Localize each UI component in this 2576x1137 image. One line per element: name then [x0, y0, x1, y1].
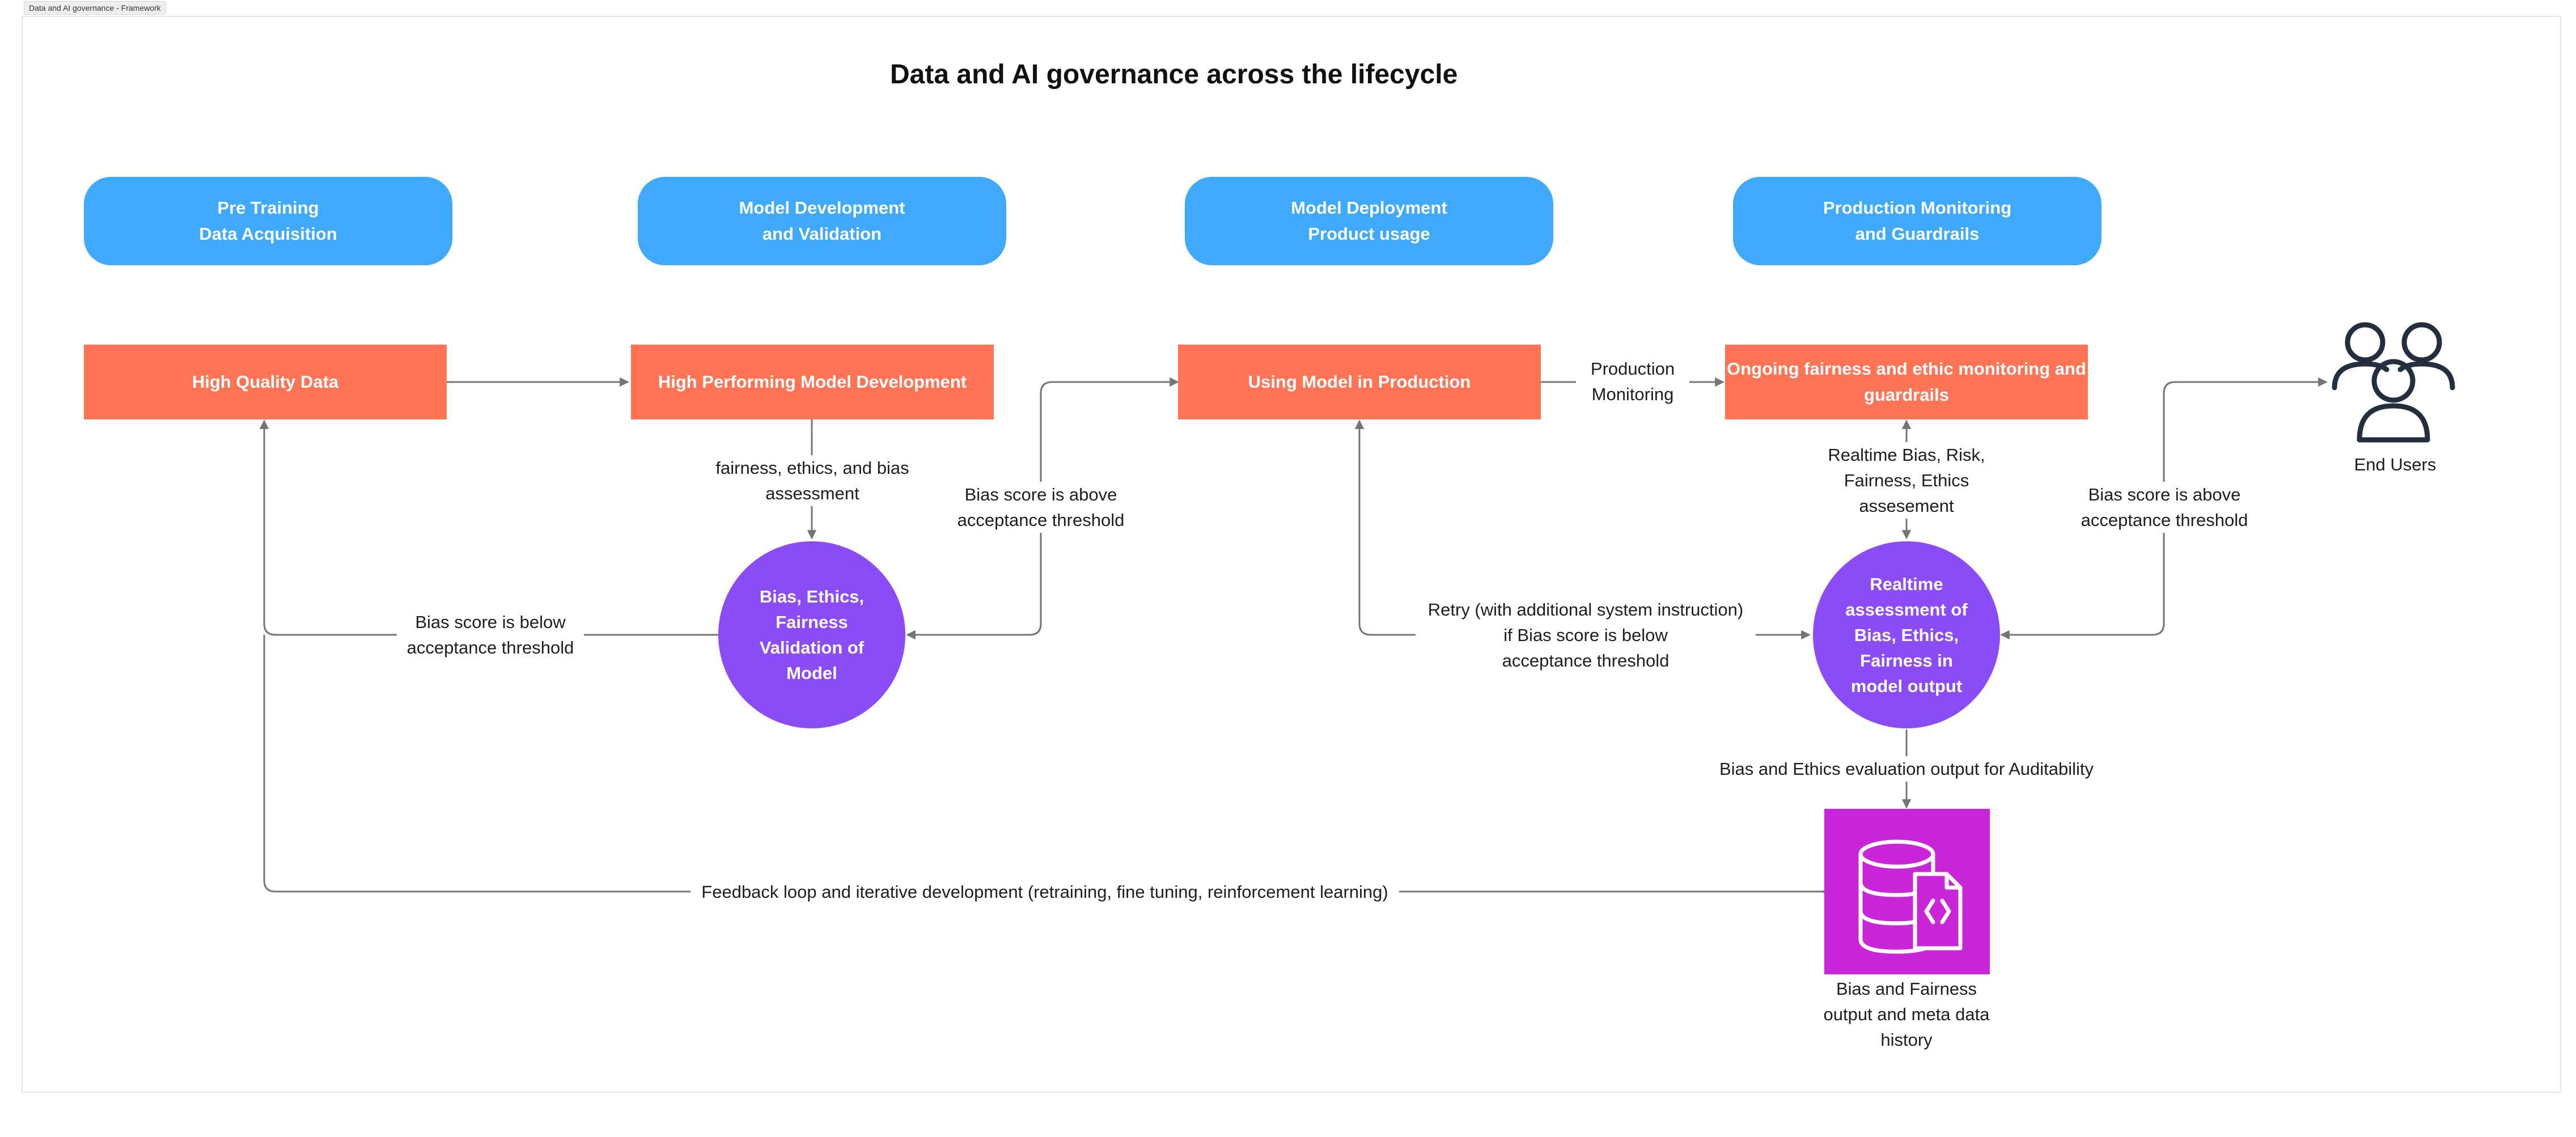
phase-line: Pre Training [217, 198, 319, 218]
database-code-icon [1858, 839, 1963, 954]
circle-line: model output [1850, 676, 1963, 696]
phase-line: Production Monitoring [1823, 198, 2012, 218]
label-fairness-assessment: fairness, ethics, and bias assessment [709, 455, 916, 506]
label-line: Bias and Fairness [1836, 979, 1977, 999]
step-label-line: guardrails [1864, 385, 1949, 405]
diagram-title: Data and AI governance across the lifecy… [890, 60, 1458, 90]
users-group-icon [2332, 322, 2455, 443]
arrow-feedback-loop [263, 635, 1822, 893]
circle-line: Realtime [1870, 574, 1943, 594]
label-line: Bias score is above [2088, 485, 2241, 504]
label-line: Monitoring [1591, 384, 1674, 404]
circle-line: Fairness in [1860, 650, 1953, 671]
label-line: Bias score is below [415, 612, 566, 632]
phase-line: Data Acquisition [199, 224, 337, 244]
label-feedback-loop: Feedback loop and iterative development … [690, 879, 1399, 905]
arrow-retry-to-production [1354, 419, 1811, 640]
phase-line: Model Deployment [1291, 198, 1447, 218]
label-bias-below-left: Bias score is below acceptance threshold [397, 609, 584, 660]
label-line: if Bias score is below [1503, 625, 1668, 645]
label-bias-above-right: Bias score is above acceptance threshold [2071, 482, 2258, 533]
circle-line: Fairness [776, 612, 848, 632]
label-realtime-assessment: Realtime Bias, Risk, Fairness, Ethics as… [1816, 442, 1997, 519]
history-store [1824, 809, 1990, 974]
step-model-production: Using Model in Production [1178, 345, 1541, 419]
circle-line: Bias, Ethics, [759, 587, 865, 606]
label-line: fairness, ethics, and bias [715, 458, 909, 478]
label-bias-above-left: Bias score is above acceptance threshold [950, 482, 1132, 533]
circle-line: Model [786, 663, 837, 683]
label-end-users: End Users [2333, 452, 2458, 477]
frame-tab[interactable]: Data and AI governance - Framework [24, 1, 166, 15]
label-line: history [1880, 1030, 1933, 1050]
label-line: acceptance threshold [406, 638, 574, 657]
label-auditability: Bias and Ethics evaluation output for Au… [1705, 756, 2108, 782]
label-line: acceptance threshold [2081, 510, 2248, 530]
step-label-line: Ongoing fairness and ethic monitoring an… [1727, 359, 2086, 379]
circle-line: assessment of [1845, 599, 1968, 620]
label-line: Fairness, Ethics [1844, 470, 1969, 490]
label-line: Feedback loop and iterative development … [701, 882, 1388, 902]
label-line: assesement [1859, 496, 1954, 516]
label-line: acceptance threshold [1502, 651, 1670, 671]
label-line: Retry (with additional system instructio… [1427, 600, 1744, 620]
label-line: output and meta data [1823, 1004, 1990, 1024]
label-history: Bias and Fairness output and meta data h… [1807, 976, 2006, 1053]
circle-line: Validation of [759, 638, 865, 657]
step-label: High Performing Model Development [658, 372, 967, 392]
step-high-quality-data: High Quality Data [84, 345, 447, 419]
phase-line: Model Development [739, 198, 905, 218]
arrow-validation-to-data [259, 419, 718, 636]
step-label: Using Model in Production [1248, 372, 1471, 392]
label-production-monitoring: Production Monitoring [1576, 356, 1689, 407]
label-line: End Users [2354, 455, 2437, 474]
step-model-development: High Performing Model Development [631, 345, 994, 419]
phase-line: and Validation [762, 224, 882, 244]
validation-circle: Bias, Ethics, Fairness Validation of Mod… [718, 541, 905, 728]
phase-model-development: Model Development and Validation [638, 177, 1006, 265]
step-label: High Quality Data [192, 372, 339, 392]
label-retry: Retry (with additional system instructio… [1416, 597, 1756, 673]
circle-line: Bias, Ethics, [1854, 625, 1959, 645]
phase-line: and Guardrails [1855, 224, 1980, 244]
label-line: assessment [765, 483, 859, 503]
phase-line: Product usage [1308, 224, 1430, 244]
phase-production-monitoring: Production Monitoring and Guardrails [1733, 177, 2102, 265]
label-line: Bias and Ethics evaluation output for Au… [1719, 759, 2094, 779]
label-line: Production [1590, 359, 1675, 379]
step-ongoing-monitoring: Ongoing fairness and ethic monitoring an… [1725, 345, 2088, 419]
realtime-assessment-circle: Realtime assessment of Bias, Ethics, Fai… [1813, 541, 2000, 728]
label-line: Bias score is above [964, 485, 1117, 504]
label-line: acceptance threshold [957, 510, 1125, 530]
label-line: Realtime Bias, Risk, [1828, 445, 1985, 465]
